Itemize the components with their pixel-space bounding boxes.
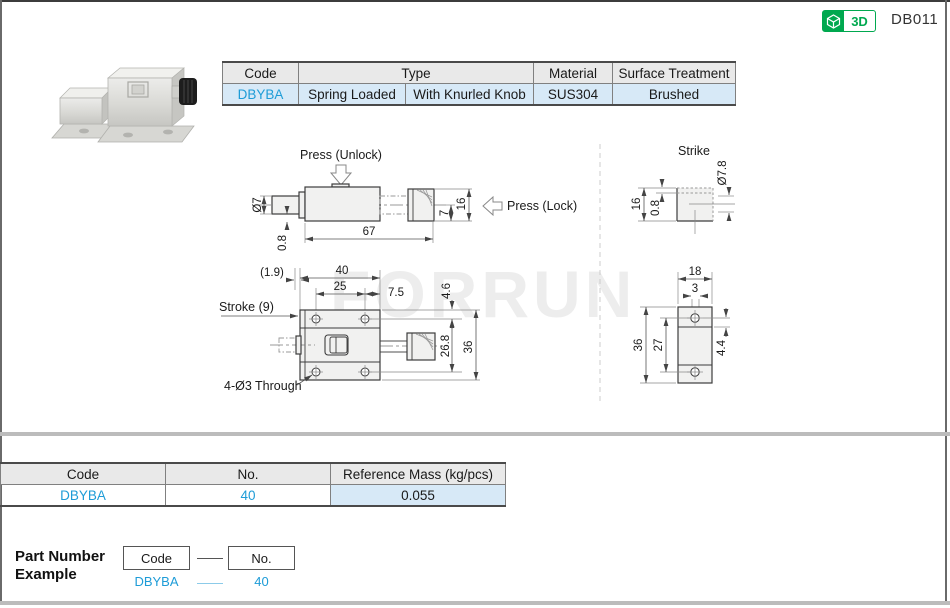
badge-3d-label: 3D: [851, 13, 868, 29]
page-border-right: [945, 0, 947, 602]
mass-header-no: No.: [165, 462, 331, 485]
dim-knob-7: 7: [439, 210, 451, 216]
strike-front-view: 18 3 36 27 4.4: [633, 266, 730, 384]
spec-header-type: Type: [298, 61, 534, 84]
part-number-example-title: Part Number Example: [15, 548, 106, 583]
dim-front-268: 26.8: [440, 335, 452, 357]
dim-strike-hole-dia: Ø7.8: [717, 161, 729, 186]
pn-no-value: 40: [254, 574, 269, 589]
dim-hole-span-25: 25: [334, 281, 347, 293]
strike-side-view: Strike 16 0.8 Ø7.8: [631, 144, 735, 234]
dim-edge-75: 7.5: [388, 287, 404, 299]
press-lock-label: Press (Lock): [507, 199, 577, 213]
side-view: Press (Unlock) Ø7 0.8: [252, 148, 577, 251]
spec-header-surface: Surface Treatment: [612, 61, 736, 84]
through-holes-label: 4-Ø3 Through: [224, 379, 302, 393]
strike-label: Strike: [678, 144, 710, 158]
badge-3d[interactable]: 3D: [822, 10, 876, 32]
spec-code: DBYBA: [222, 83, 299, 106]
dim-side-08: 0.8: [277, 235, 289, 251]
pn-connector-line-blue: [197, 583, 223, 584]
product-photo: [51, 67, 197, 143]
mass-header-code: Code: [0, 462, 166, 485]
mass-header-mass: Reference Mass (kg/pcs): [330, 462, 506, 485]
dim-offset-19: (1.9): [260, 267, 284, 279]
technical-drawing: Press (Unlock) Ø7 0.8: [219, 144, 735, 402]
spec-material: SUS304: [533, 83, 613, 106]
press-left-arrow-icon: [482, 195, 503, 217]
press-unlock-label: Press (Unlock): [300, 148, 382, 162]
dim-strikefront-36: 36: [633, 339, 645, 352]
page-border-left: [0, 0, 2, 602]
page-border-top: [0, 0, 950, 2]
spec-header-code: Code: [222, 61, 299, 84]
page-bottom-bar: [0, 601, 950, 605]
dim-bolt-diameter: Ø7: [252, 197, 264, 212]
dim-strikefront-27: 27: [653, 339, 665, 352]
spec-type-2: With Knurled Knob: [405, 83, 534, 106]
spec-header-material: Material: [533, 61, 613, 84]
pn-connector-line: [197, 558, 223, 559]
dim-strike-16: 16: [631, 198, 643, 211]
section-divider-bar: [0, 432, 950, 436]
dim-front-46: 4.6: [441, 283, 453, 299]
spec-surface: Brushed: [612, 83, 736, 106]
pn-code-value: DBYBA: [134, 574, 179, 589]
dim-length-67: 67: [363, 226, 376, 238]
mass-code: DBYBA: [0, 484, 166, 507]
pn-no-box: No.: [228, 546, 295, 570]
part-code: DB011: [891, 11, 939, 28]
dim-strikefront-3: 3: [692, 283, 698, 295]
cube-3d-icon: [823, 11, 844, 31]
stroke-label: Stroke (9): [219, 300, 274, 314]
pn-code-box: Code: [123, 546, 190, 570]
mass-table: Code No. Reference Mass (kg/pcs) DBYBA 4…: [0, 462, 506, 507]
dim-front-36: 36: [463, 341, 475, 354]
front-view: (1.9) 40 25 7.5 Stroke (9): [219, 265, 480, 393]
spec-type-1: Spring Loaded: [298, 83, 406, 106]
dim-strikefront-44: 4.4: [716, 339, 728, 356]
press-down-arrow-icon: [329, 164, 353, 186]
dim-strikefront-18: 18: [689, 266, 702, 278]
dim-strike-08: 0.8: [650, 200, 662, 216]
dim-knob-16: 16: [456, 198, 468, 211]
dim-width-40: 40: [336, 265, 349, 277]
mass-value: 0.055: [330, 484, 506, 507]
spec-table: Code Type Material Surface Treatment DBY…: [222, 61, 736, 106]
mass-no: 40: [165, 484, 331, 507]
